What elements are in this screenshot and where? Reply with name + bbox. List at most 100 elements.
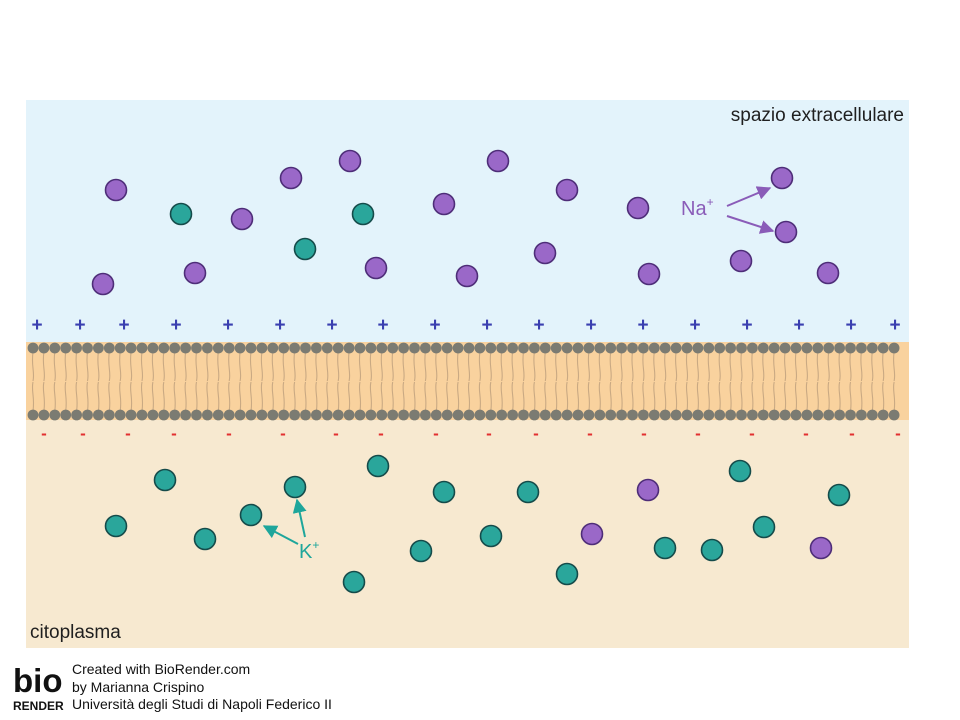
lipid-head (768, 409, 780, 421)
lipid-tail (249, 381, 253, 412)
positive-charge: + (274, 315, 285, 336)
lipid-tail (685, 351, 689, 382)
lipid-tail (522, 381, 525, 412)
lipid-head (550, 409, 562, 421)
potassium-ion (555, 562, 579, 586)
negative-charge: - (333, 424, 339, 443)
lipid-tail (140, 351, 144, 382)
lipid-head (311, 409, 322, 421)
lipid-tail (380, 381, 383, 412)
lipid-tail (97, 351, 100, 382)
lipid-tail (478, 351, 482, 382)
biorender-logo: bio RENDER (13, 662, 64, 713)
lipid-tail (565, 351, 569, 382)
sodium-ion (533, 241, 557, 265)
lipid-head (321, 409, 333, 421)
lipid-tail (151, 381, 155, 412)
lipid-tail (31, 381, 35, 412)
lipid-head (300, 409, 311, 421)
lipid-head (82, 409, 93, 421)
sodium-label: Na+ (681, 195, 714, 220)
lipid-tail (315, 381, 318, 412)
lipid-tail (805, 351, 809, 382)
lipid-head (27, 342, 39, 354)
lipid-head (768, 342, 780, 354)
lipid-head (60, 342, 72, 354)
lipid-head (114, 342, 126, 354)
lipid-head (888, 342, 900, 354)
lipid-head (703, 409, 715, 421)
lipid-tail (718, 351, 721, 382)
lipid-tail (783, 381, 787, 412)
lipid-tail (838, 351, 841, 382)
lipid-tail (467, 381, 471, 412)
lipid-head (223, 409, 235, 421)
lipid-head (256, 409, 268, 421)
lipid-tail (260, 381, 264, 412)
potassium-ion (104, 514, 128, 538)
sodium-ion (626, 196, 650, 220)
lipid-tail (522, 351, 525, 382)
lipid-tail (849, 351, 852, 382)
lipid-tail (326, 381, 329, 412)
lipid-head (888, 409, 900, 421)
lipid-head (463, 342, 475, 354)
sodium-ion (637, 262, 661, 286)
lipid-tail (773, 381, 776, 412)
extracellular-region (26, 100, 909, 342)
positive-charge: + (533, 315, 544, 336)
potassium-ion (366, 454, 390, 478)
cytoplasm-label: citoplasma (30, 622, 121, 643)
lipid-head (267, 409, 279, 421)
lipid-tail (304, 381, 307, 412)
lipid-head (790, 342, 802, 354)
lipid-tail (707, 351, 710, 382)
lipid-head (627, 342, 638, 354)
lipid-tail (587, 351, 591, 382)
credit-line-3: Università degli Studi di Napoli Federic… (72, 696, 332, 712)
lipid-head (747, 342, 758, 354)
lipid-tail (729, 381, 732, 412)
lipid-tail (576, 381, 580, 412)
lipid-head (638, 409, 649, 421)
lipid-head (452, 409, 464, 421)
lipid-head (376, 409, 388, 421)
lipid-tail (882, 351, 885, 382)
negative-charge: - (849, 424, 855, 443)
lipid-head (420, 342, 431, 354)
lipid-tail (871, 381, 874, 412)
lipid-tail (685, 381, 689, 412)
potassium-charge: + (312, 538, 319, 552)
lipid-head (572, 409, 584, 421)
sodium-ion (770, 166, 794, 190)
negative-charge: - (803, 424, 809, 443)
lipid-tail (467, 351, 471, 382)
lipid-head (441, 342, 453, 354)
lipid-tail (489, 351, 492, 382)
positive-charges-row: ++++++++++++++++++ (31, 315, 900, 336)
negative-charge: - (41, 424, 47, 443)
lipid-head (703, 342, 715, 354)
negative-charge: - (171, 424, 177, 443)
lipid-tail (478, 381, 482, 412)
potassium-ion (293, 237, 317, 261)
lipid-tail (217, 381, 220, 412)
negative-charge: - (533, 424, 539, 443)
lipid-head (343, 342, 355, 354)
positive-charge: + (889, 315, 900, 336)
lipid-head (245, 409, 257, 421)
potassium-ion (239, 503, 263, 527)
sodium-annotation: Na+ (681, 186, 775, 234)
lipid-tail (119, 351, 122, 382)
lipid-head (158, 409, 170, 421)
lipid-head (834, 409, 845, 421)
lipid-head (387, 409, 399, 421)
potassium-ion (193, 527, 217, 551)
lipid-tail (129, 381, 133, 412)
lipid-head (136, 342, 148, 354)
positive-charge: + (377, 315, 388, 336)
credit-line-1: Created with BioRender.com (72, 661, 251, 677)
lipid-tail (413, 351, 416, 382)
lipid-tail (642, 351, 645, 382)
potassium-symbol: K (299, 541, 313, 563)
